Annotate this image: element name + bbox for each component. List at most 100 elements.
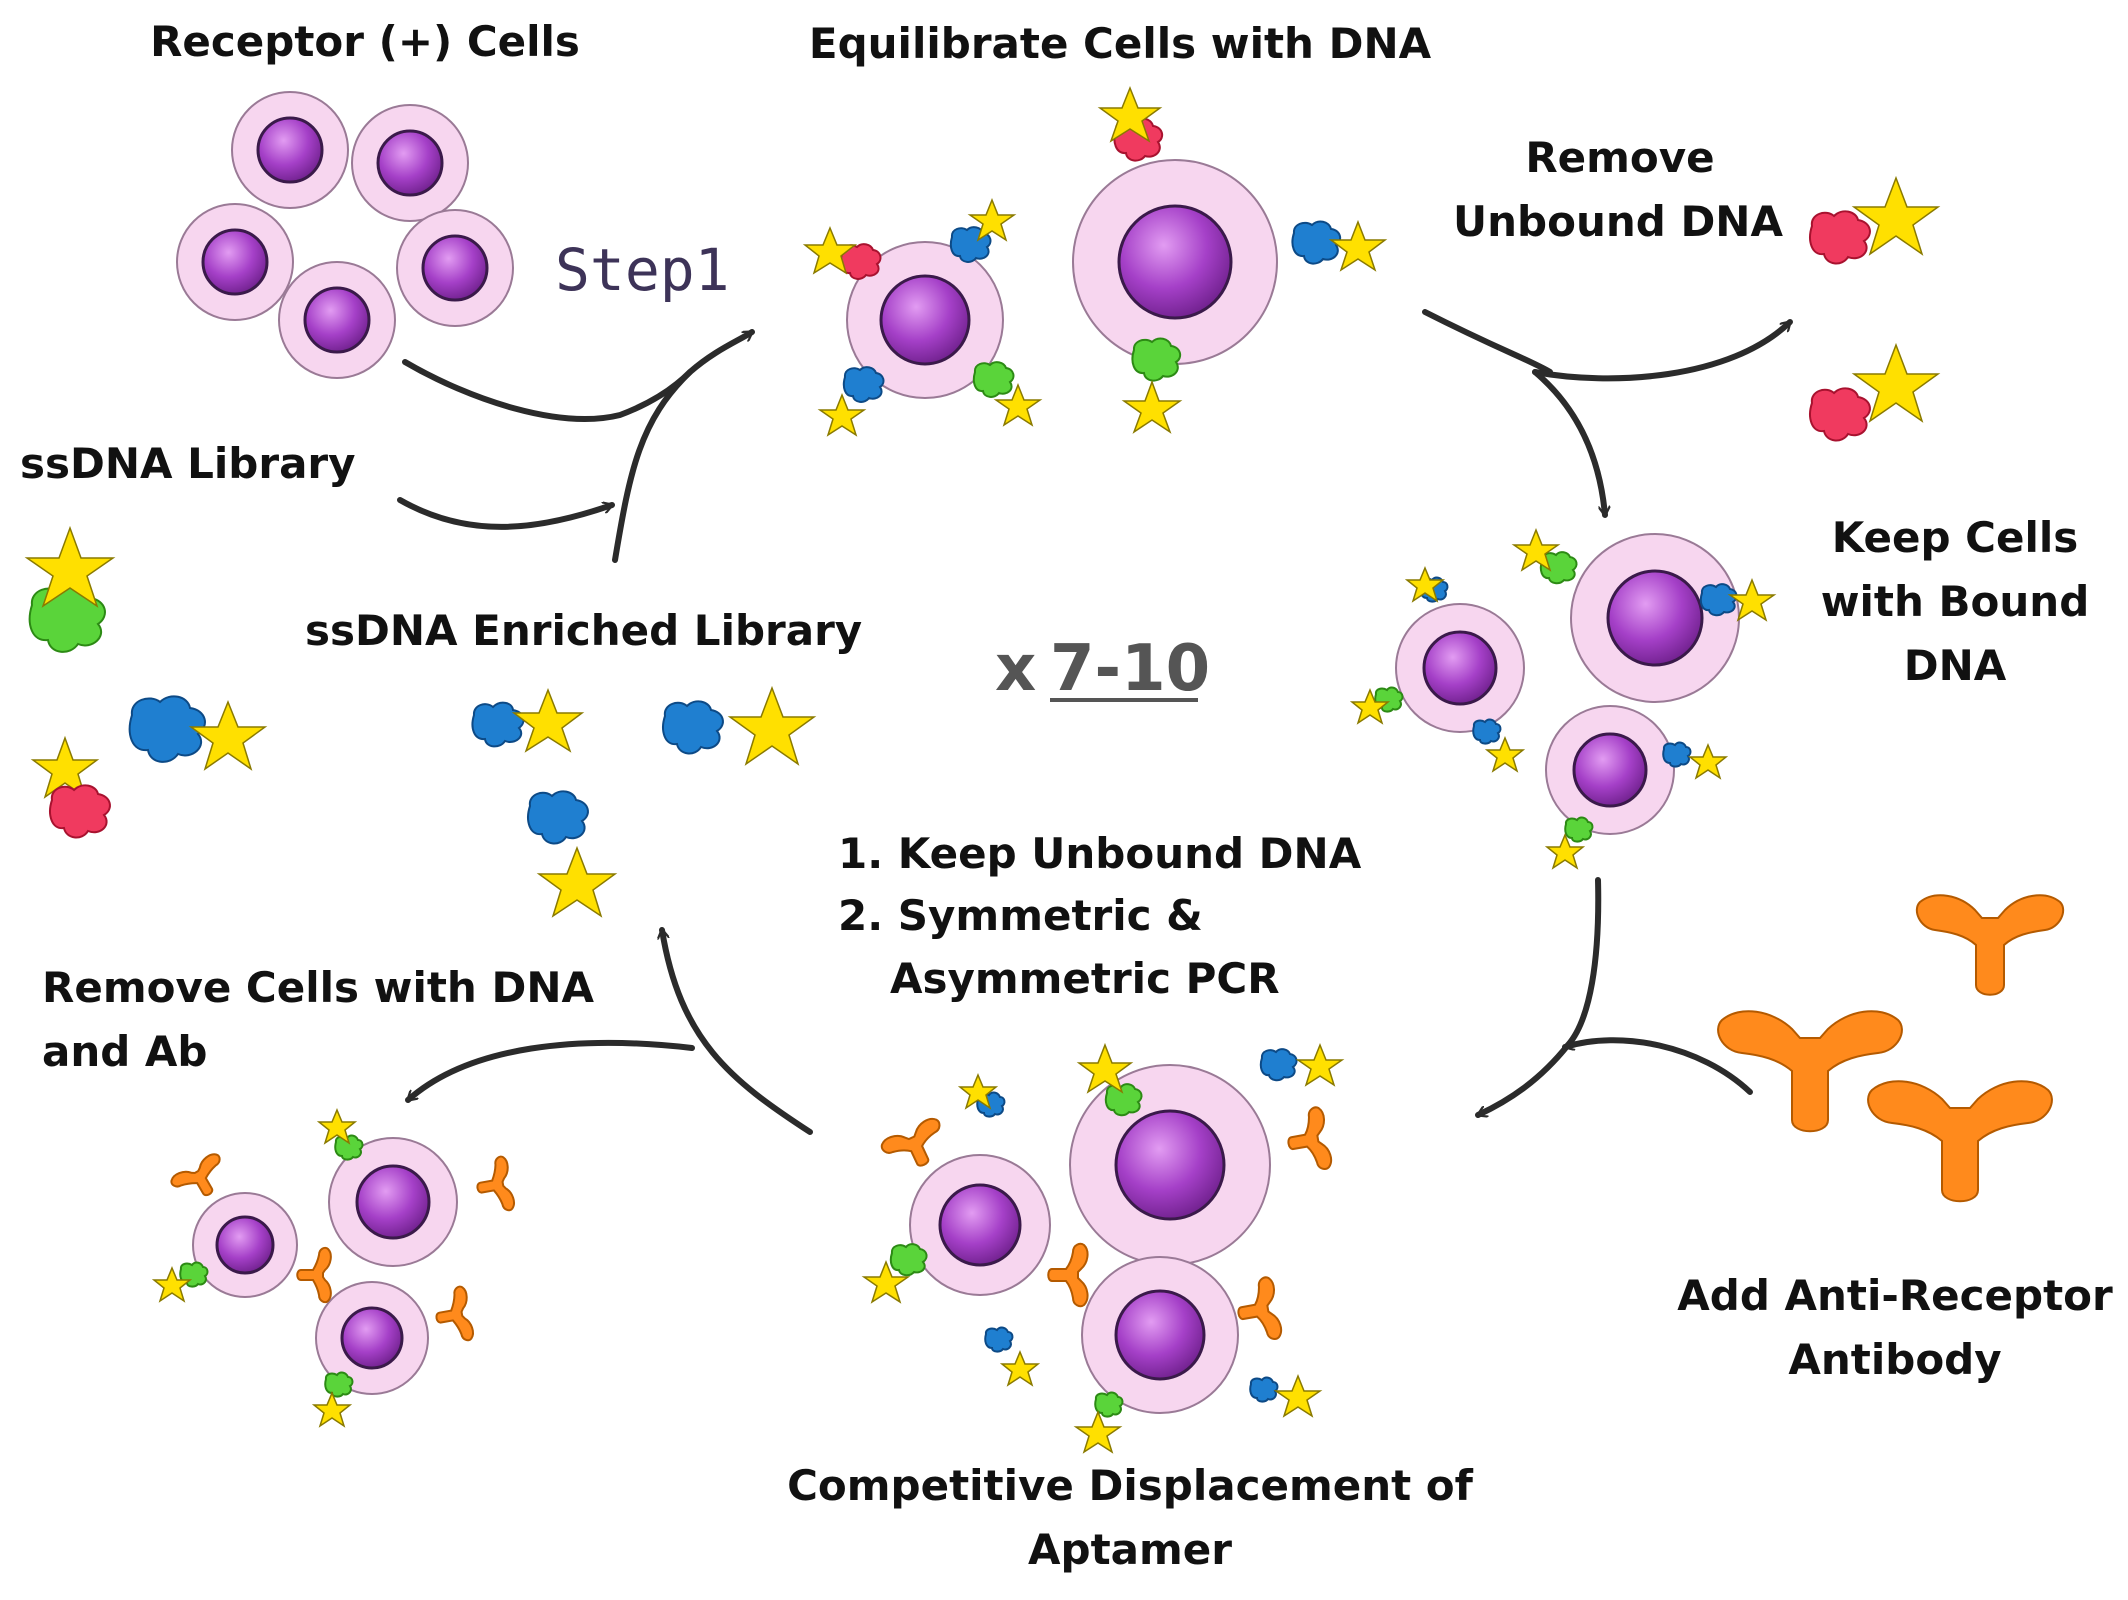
green-aptamer — [972, 361, 1015, 398]
arrow-library-merge — [397, 497, 615, 530]
remove-unbound-label-line1: Remove — [1525, 133, 1714, 182]
star-icon — [1273, 1373, 1323, 1418]
unbound-dna — [1809, 175, 1941, 442]
arrow-down-right — [1565, 877, 1602, 1048]
cell — [176, 203, 294, 321]
cell — [231, 91, 349, 209]
cell — [351, 104, 469, 222]
arrow-from-equilibrate — [1422, 309, 1553, 375]
blue-aptamer — [1662, 741, 1692, 768]
red-aptamer — [839, 243, 882, 280]
star-icon — [861, 1259, 911, 1304]
blue-aptamer — [128, 695, 206, 763]
arrow-to-enriched — [662, 927, 813, 1135]
star-icon — [1511, 527, 1561, 572]
keep-cells-label-line3: DNA — [1904, 641, 2007, 690]
antibody-icon — [1867, 1080, 2053, 1203]
star-icon — [311, 1391, 353, 1428]
star-icon — [967, 197, 1017, 242]
antibody-icon — [1237, 1276, 1283, 1340]
ssdna-enriched-label: ssDNA Enriched Library — [305, 606, 862, 655]
red-aptamer — [1809, 387, 1871, 442]
antibody-icon — [296, 1246, 332, 1304]
star-icon — [1727, 577, 1777, 622]
competitive-label-line2: Aptamer — [1028, 1525, 1232, 1574]
cell — [396, 209, 514, 327]
cell — [909, 1154, 1051, 1296]
cycles-prefix: x — [995, 632, 1036, 706]
ssdna-library-label: ssDNA Library — [20, 439, 356, 488]
arrow-to-equilibrate — [612, 329, 755, 563]
star-icon — [1404, 566, 1446, 603]
pcr-label-line1: 2. Symmetric & — [838, 891, 1203, 940]
cell — [328, 1137, 458, 1267]
receptor-cell-cluster — [176, 91, 514, 379]
red-aptamer — [1809, 210, 1871, 265]
star-icon — [1328, 219, 1388, 272]
cell — [192, 1192, 298, 1298]
arrow-to-competitive — [1475, 1042, 1571, 1118]
cycles-count: 7-10 — [1050, 632, 1210, 706]
antibody-icon — [880, 1117, 941, 1167]
cell — [1545, 705, 1675, 835]
blue-aptamer — [1472, 718, 1502, 745]
keep-cells-label-line1: Keep Cells — [1832, 513, 2079, 562]
cell — [846, 241, 1004, 399]
pcr-label-line2: Asymmetric PCR — [890, 954, 1280, 1003]
antibody-icon — [1915, 894, 2065, 996]
competitive-cells — [861, 1042, 1345, 1454]
blue-aptamer — [842, 366, 885, 403]
equilibrate-label: Equilibrate Cells with DNA — [809, 19, 1432, 68]
green-aptamer — [889, 1243, 928, 1277]
star-icon — [1851, 342, 1941, 423]
add-antibody-label-line2: Antibody — [1788, 1335, 2001, 1384]
bound-dna-cells — [1349, 527, 1777, 870]
star-icon — [1851, 175, 1941, 256]
keep-cells-label-line2: with Bound — [1821, 577, 2090, 626]
keep-unbound-label: 1. Keep Unbound DNA — [838, 829, 1362, 878]
green-aptamer — [1539, 551, 1578, 585]
antibody-group — [1717, 894, 2065, 1203]
star-icon — [993, 382, 1043, 427]
arrow-remove-cells — [405, 1039, 695, 1103]
star-icon — [1097, 85, 1163, 143]
star-icon — [511, 687, 585, 753]
blue-aptamer — [1249, 1376, 1279, 1403]
cell — [1072, 159, 1278, 365]
cell — [1069, 1064, 1271, 1266]
antibody-icon — [1717, 1010, 1903, 1133]
cell — [1570, 533, 1740, 703]
antibody-icon — [1287, 1106, 1333, 1170]
receptor-cells-label: Receptor (+) Cells — [150, 17, 580, 66]
star-icon — [957, 1073, 999, 1110]
antibody-icon — [1047, 1242, 1089, 1308]
blue-aptamer — [1291, 220, 1342, 265]
green-aptamer — [1104, 1083, 1143, 1117]
star-icon — [24, 525, 116, 608]
ssdna-library-aptamers — [24, 525, 268, 839]
blue-aptamer — [471, 701, 525, 748]
star-icon — [1687, 743, 1729, 780]
antibody-icon — [170, 1153, 221, 1197]
green-aptamer — [1094, 1391, 1124, 1418]
step1-label: Step1 — [555, 236, 730, 304]
blue-aptamer — [527, 790, 589, 845]
blue-aptamer — [1259, 1048, 1298, 1082]
star-icon — [1076, 1042, 1134, 1094]
enriched-library-aptamers — [471, 685, 817, 918]
green-aptamer — [334, 1134, 364, 1161]
arrow-add-antibody — [1562, 1037, 1753, 1095]
remove-unbound-label-line2: Unbound DNA — [1453, 197, 1783, 246]
star-icon — [151, 1266, 193, 1303]
star-icon — [1349, 688, 1391, 725]
star-icon — [817, 392, 867, 437]
equilibrate-cells — [802, 85, 1388, 437]
blue-aptamer — [662, 700, 724, 755]
competitive-label-line1: Competitive Displacement of — [787, 1461, 1474, 1510]
cell — [278, 261, 396, 379]
green-aptamer — [324, 1371, 354, 1398]
arrow-remove-unbound — [1532, 319, 1793, 382]
removed-cells — [151, 1108, 515, 1428]
cell — [1395, 603, 1525, 733]
